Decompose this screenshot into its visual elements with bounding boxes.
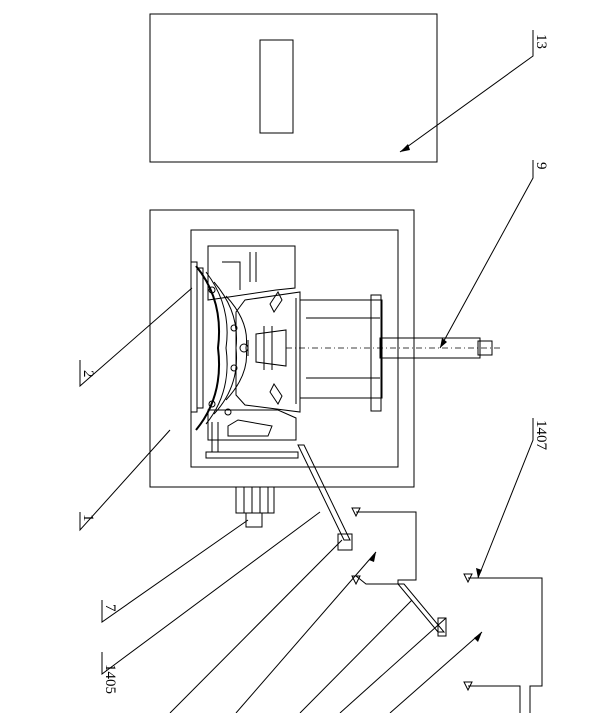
label-1407: 1407 — [533, 420, 549, 451]
component-9-shaft — [286, 294, 500, 412]
component-7-motor — [235, 486, 275, 528]
label-1: 1 — [80, 514, 96, 522]
hopper-2 — [463, 573, 543, 713]
leader-lines — [79, 30, 534, 713]
hopper-1 — [351, 507, 417, 586]
component-2-crusher-mechanism — [190, 245, 301, 459]
labels: 13 9 2 1 7 1405 1407 — [80, 34, 549, 694]
label-1405: 1405 — [102, 664, 118, 694]
label-7: 7 — [102, 604, 118, 612]
discharge-chute — [297, 444, 353, 551]
second-chute — [396, 583, 447, 637]
label-9: 9 — [533, 162, 549, 170]
component-1-housing — [149, 209, 415, 488]
label-13: 13 — [533, 34, 549, 49]
component-13-cabinet — [149, 13, 438, 163]
label-2: 2 — [80, 370, 96, 378]
